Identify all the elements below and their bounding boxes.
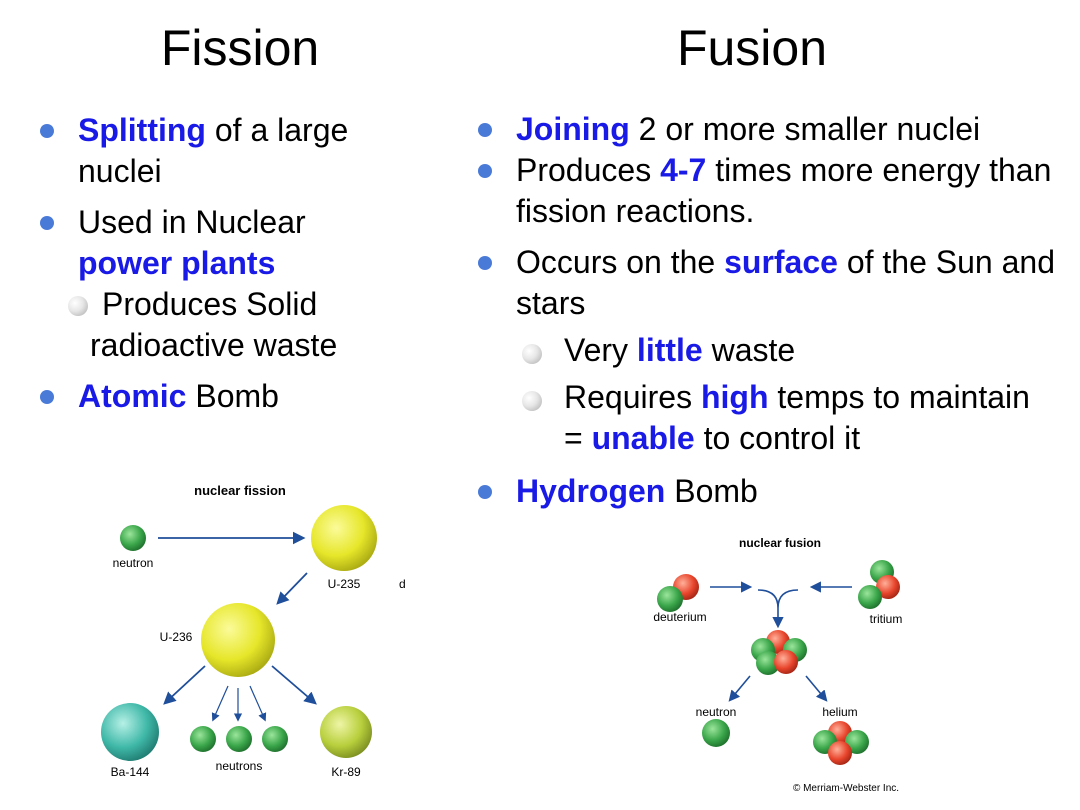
fusion-bullet-hydrogen-bomb: Hydrogen Bomb	[476, 471, 1056, 512]
hollow-bullet-icon	[522, 344, 542, 364]
to-neutron-arrow	[728, 675, 751, 702]
fission-bullet-list: Splitting of a large nuclei Used in Nucl…	[38, 110, 438, 427]
deuterium-label: deuterium	[653, 610, 706, 624]
fusion-bullet-list: Joining 2 or more smaller nuclei Produce…	[476, 109, 1056, 522]
krypton-nucleus	[320, 706, 372, 758]
fusion-bullet-surface: Occurs on the surface of the Sun and sta…	[476, 242, 1056, 324]
fission-diagram-title: nuclear fission	[194, 483, 286, 498]
tritium-label: tritium	[870, 612, 903, 626]
incoming-neutron-label: neutron	[113, 556, 154, 570]
to-krypton-arrow	[271, 665, 317, 705]
helium-label: helium	[822, 705, 857, 719]
released-neutron-2	[226, 726, 252, 752]
to-barium-arrow	[163, 665, 206, 705]
u235-nucleus	[311, 505, 377, 571]
fission-bullet-atomic-bomb: Atomic Bomb	[38, 376, 438, 417]
fission-title: Fission	[160, 20, 320, 76]
fusion-title: Fusion	[676, 20, 828, 76]
hollow-bullet-icon	[522, 391, 542, 411]
to-helium-arrow	[805, 675, 828, 702]
fission-bullet-splitting: Splitting of a large nuclei	[38, 110, 438, 192]
neutron-arrow-3	[249, 685, 267, 722]
fission-bullet-power-plants: Used in Nuclear power plants	[38, 202, 438, 284]
u236-label: U-236	[160, 630, 193, 644]
tritium-nucleus	[858, 560, 900, 609]
helium-nucleus	[813, 721, 869, 765]
fusion-diagram-title: nuclear fusion	[739, 536, 821, 550]
barium-label: Ba-144	[111, 765, 150, 779]
released-neutron	[702, 719, 730, 747]
u235-to-u236-arrow	[276, 572, 308, 605]
fusion-bullet-energy: Produces 4-7 times more energy than fiss…	[476, 150, 1056, 232]
fusion-sub-bullet-little-waste: Very little waste	[476, 330, 1056, 371]
stray-label: d	[399, 577, 406, 591]
compound-nucleus	[751, 630, 807, 675]
nuclear-fusion-diagram: nuclear fusion deuterium tritium neutron…	[653, 536, 903, 794]
krypton-label: Kr-89	[331, 765, 361, 779]
incoming-neutron	[120, 525, 146, 551]
merge-lines	[757, 589, 799, 609]
neutron-arrow-1	[211, 685, 229, 722]
deuterium-nucleus	[657, 574, 699, 612]
released-neutron-1	[190, 726, 216, 752]
barium-nucleus	[101, 703, 159, 761]
fusion-sub-bullet-high-temps: Requires high temps to maintain = unable…	[476, 377, 1056, 459]
fusion-bullet-joining: Joining 2 or more smaller nuclei	[476, 109, 1056, 150]
hollow-bullet-icon	[68, 296, 88, 316]
u236-nucleus	[201, 603, 275, 677]
u235-label: U-235	[328, 577, 361, 591]
neutrons-label: neutrons	[216, 759, 263, 773]
released-neutron-3	[262, 726, 288, 752]
copyright-notice: © Merriam-Webster Inc.	[793, 783, 899, 794]
nuclear-fission-diagram: nuclear fission neutron U-235 d U-236 Ba…	[101, 483, 406, 779]
released-neutron-label: neutron	[696, 705, 737, 719]
